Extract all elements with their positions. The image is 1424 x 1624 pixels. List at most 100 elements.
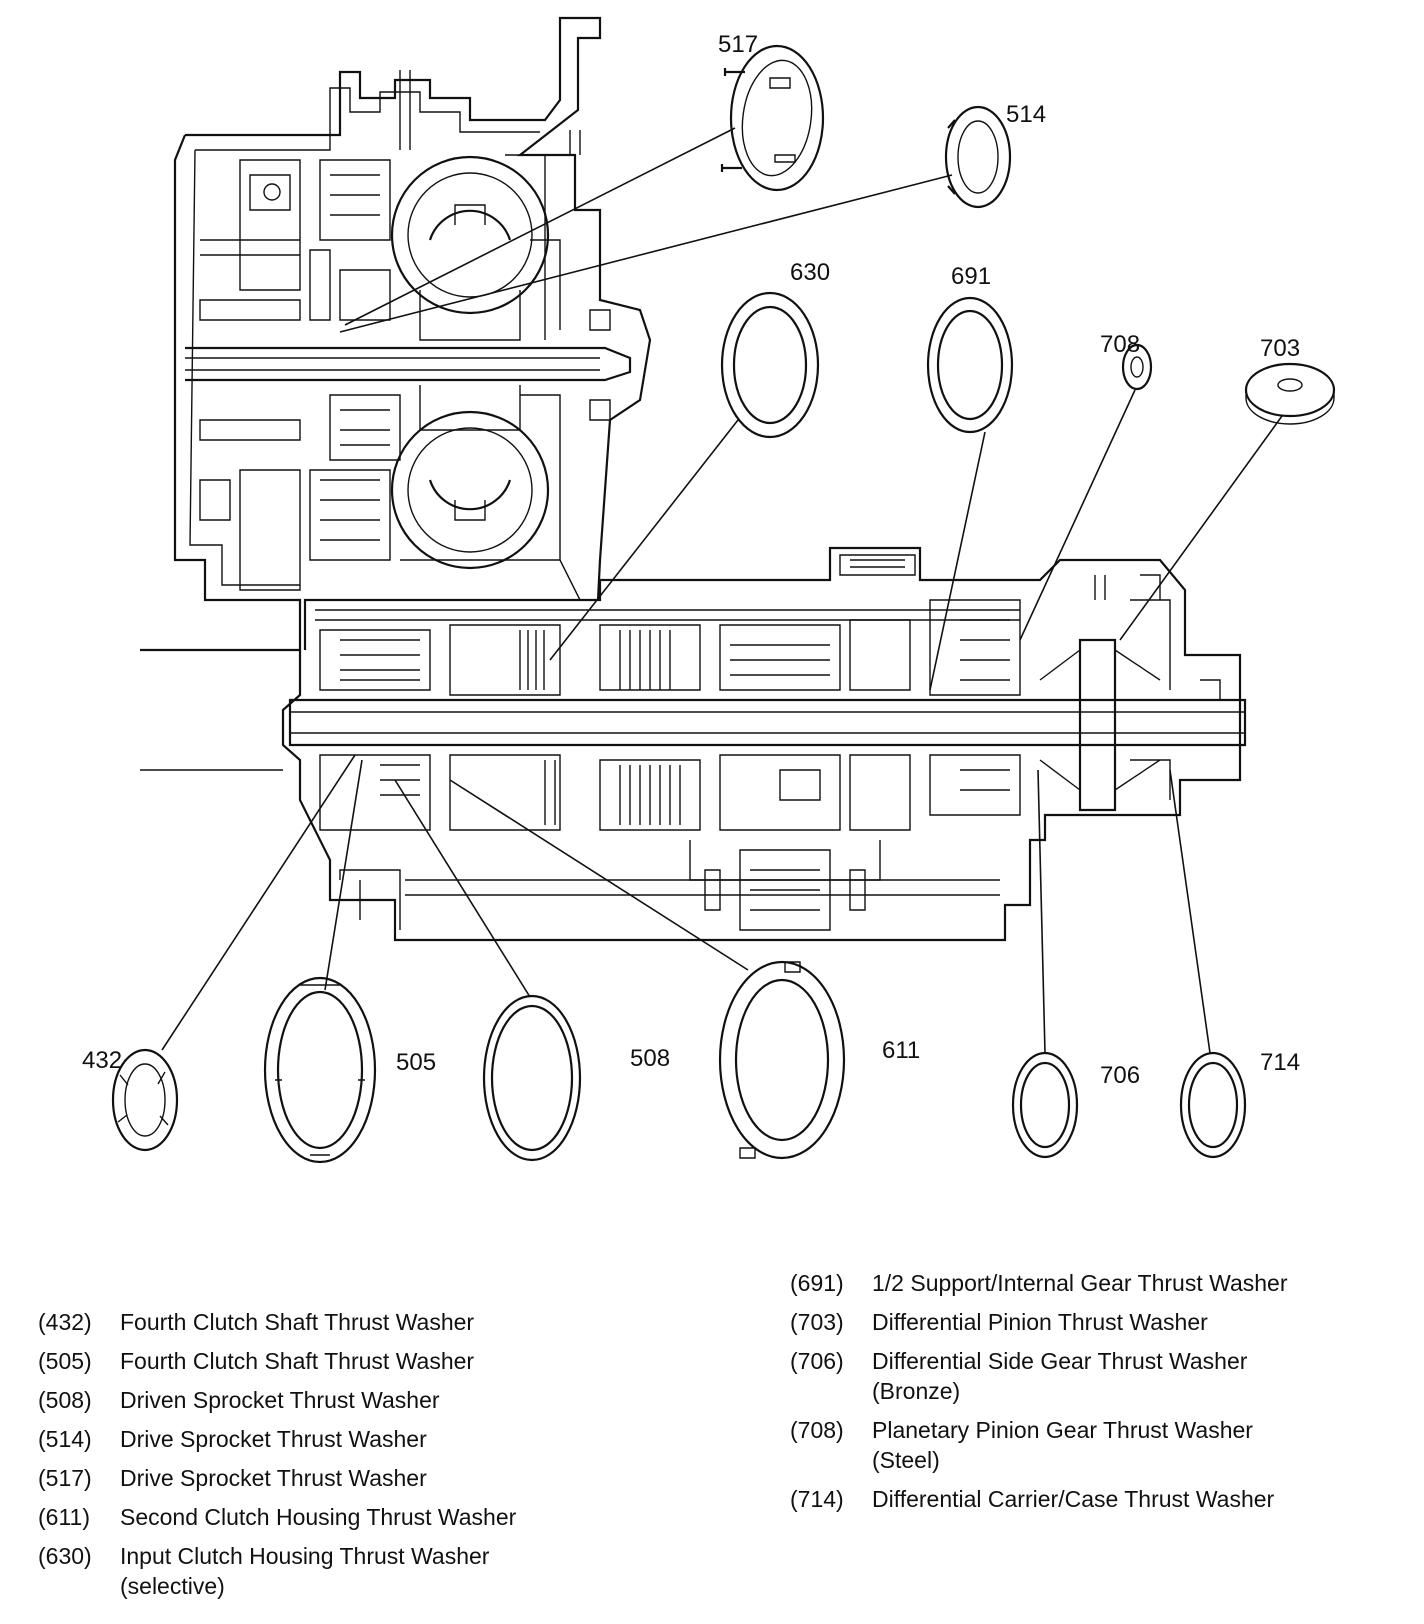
legend-item-description: Differential Carrier/Case Thrust Washer	[872, 1484, 1410, 1514]
legend-item-number: (714)	[790, 1486, 844, 1512]
legend-item-description: Drive Sprocket Thrust Washer	[120, 1463, 678, 1493]
leader-lines	[161, 127, 1283, 1054]
callout-691: 691	[951, 263, 991, 290]
drive-sprocket-assembly	[390, 154, 561, 341]
legend-item-number: (432)	[38, 1309, 92, 1335]
differential	[1039, 574, 1221, 812]
leader-508	[394, 779, 531, 998]
legend-item-number: (706)	[790, 1348, 844, 1374]
legend-item: (708) Planetary Pinion Gear Thrust Washer…	[790, 1415, 1410, 1475]
legend-item: (706) Differential Side Gear Thrust Washe…	[790, 1346, 1410, 1406]
leader-706	[1037, 769, 1046, 1054]
legend-item: (714) Differential Carrier/Case Thrust Wa…	[790, 1484, 1410, 1514]
legend-item-description: 1/2 Support/Internal Gear Thrust Washer	[872, 1268, 1410, 1298]
legend-item-description: Input Clutch Housing Thrust Washer (selec…	[120, 1541, 678, 1601]
legend-item-line: Driven Sprocket Thrust Washer	[120, 1387, 440, 1413]
legend-item-description: Differential Pinion Thrust Washer	[872, 1307, 1410, 1337]
legend-item-line: Differential Side Gear Thrust Washer	[872, 1348, 1248, 1374]
callout-630: 630	[790, 259, 830, 286]
callout-517: 517	[718, 31, 758, 58]
legend-item: (703) Differential Pinion Thrust Washer	[790, 1307, 1410, 1337]
transaxle-cross-section-diagram: 517 514 630 691 708 703 432 505 508 611 …	[82, 16, 1336, 1164]
leader-432	[161, 754, 356, 1051]
leader-517	[344, 127, 736, 326]
legend-item-number: (517)	[38, 1465, 92, 1491]
legend-item: (508) Driven Sprocket Thrust Washer	[38, 1385, 678, 1415]
callout-706: 706	[1100, 1062, 1140, 1089]
legend-item-description: Drive Sprocket Thrust Washer	[120, 1424, 678, 1454]
legend-item-number: (691)	[790, 1270, 844, 1296]
legend-item-line: Second Clutch Housing Thrust Washer	[120, 1504, 517, 1530]
leader-611	[449, 779, 749, 971]
main-case-housing	[140, 546, 1242, 942]
washer-691-part	[926, 296, 1014, 434]
legend-item: (505) Fourth Clutch Shaft Thrust Washer	[38, 1346, 678, 1376]
legend-item-line: Fourth Clutch Shaft Thrust Washer	[120, 1309, 475, 1335]
upper-shaft	[185, 309, 632, 421]
washer-508-part	[482, 994, 582, 1162]
legend-item: (514) Drive Sprocket Thrust Washer	[38, 1424, 678, 1454]
legend-item-line: Differential Carrier/Case Thrust Washer	[872, 1486, 1275, 1512]
legend-item-description: Driven Sprocket Thrust Washer	[120, 1385, 678, 1415]
main-shaft	[288, 698, 1247, 747]
callout-708: 708	[1100, 331, 1140, 358]
legend-item-description: Second Clutch Housing Thrust Washer	[120, 1502, 678, 1532]
legend-item-description: Fourth Clutch Shaft Thrust Washer	[120, 1307, 678, 1337]
leader-630	[549, 419, 739, 661]
legend-item-number: (630)	[38, 1543, 92, 1569]
callout-611: 611	[882, 1037, 920, 1064]
callout-labels: 517 514 630 691 708 703 432 505 508 611 …	[82, 31, 1300, 1089]
leader-514	[339, 174, 953, 333]
washer-517-part	[720, 44, 825, 192]
legend-item-number: (611)	[38, 1504, 90, 1530]
legend-item: (517) Drive Sprocket Thrust Washer	[38, 1463, 678, 1493]
washer-505-part	[263, 976, 377, 1164]
callout-703: 703	[1260, 335, 1300, 362]
legend-item: (691) 1/2 Support/Internal Gear Thrust Wa…	[790, 1268, 1410, 1298]
upper-case-housing	[140, 16, 652, 652]
legend-item-description: Planetary Pinion Gear Thrust Washer (Stee…	[872, 1415, 1410, 1475]
legend-item-line: Drive Sprocket Thrust Washer	[120, 1426, 427, 1452]
callout-514: 514	[1006, 101, 1046, 128]
legend-right-column: (691) 1/2 Support/Internal Gear Thrust Wa…	[790, 1268, 1410, 1523]
washer-706-part	[1011, 1051, 1079, 1159]
legend-item: (432) Fourth Clutch Shaft Thrust Washer	[38, 1307, 678, 1337]
washer-703-part	[1244, 362, 1336, 425]
leader-714	[1169, 769, 1211, 1054]
washer-630-part	[720, 291, 820, 439]
legend-item-number: (708)	[790, 1417, 844, 1443]
leader-505	[324, 759, 363, 991]
legend-item-description: Fourth Clutch Shaft Thrust Washer	[120, 1346, 678, 1376]
legend-item-line: (selective)	[120, 1573, 225, 1599]
legend-item-line: (Steel)	[872, 1447, 940, 1473]
legend-item-line: Fourth Clutch Shaft Thrust Washer	[120, 1348, 475, 1374]
callout-508: 508	[630, 1045, 670, 1072]
washer-611-part	[718, 960, 846, 1160]
leader-703	[1119, 415, 1283, 641]
legend-item-number: (514)	[38, 1426, 92, 1452]
washer-514-part	[944, 105, 1012, 209]
legend-item-line: Drive Sprocket Thrust Washer	[120, 1465, 427, 1491]
legend-item-line: 1/2 Support/Internal Gear Thrust Washer	[872, 1270, 1288, 1296]
legend-left-column: (432)Fourth Clutch Shaft Thrust Washer(5…	[38, 1307, 678, 1610]
callout-432: 432	[82, 1047, 122, 1074]
callout-714: 714	[1260, 1049, 1300, 1076]
washer-708-part	[1121, 343, 1153, 391]
callout-505: 505	[396, 1049, 436, 1076]
washer-714-part	[1179, 1051, 1247, 1159]
legend-item-line: (Bronze)	[872, 1378, 961, 1404]
legend-item: (630) Input Clutch Housing Thrust Washer (…	[38, 1541, 678, 1601]
legend-item-line: Planetary Pinion Gear Thrust Washer	[872, 1417, 1253, 1443]
legend-item-number: (703)	[790, 1309, 844, 1335]
leader-708	[1019, 389, 1136, 641]
legend-item-line: Input Clutch Housing Thrust Washer	[120, 1543, 490, 1569]
clutch-packs	[319, 599, 1021, 831]
washer-432-part	[111, 1048, 179, 1152]
legend-item-number: (508)	[38, 1387, 92, 1413]
driven-sprocket-assembly	[329, 385, 581, 601]
leader-691	[929, 431, 986, 691]
legend-item-description: Differential Side Gear Thrust Washer (Bro…	[872, 1346, 1410, 1406]
legend-item: (611) Second Clutch Housing Thrust Washer	[38, 1502, 678, 1532]
legend-item-number: (505)	[38, 1348, 92, 1374]
legend-item-line: Differential Pinion Thrust Washer	[872, 1309, 1208, 1335]
